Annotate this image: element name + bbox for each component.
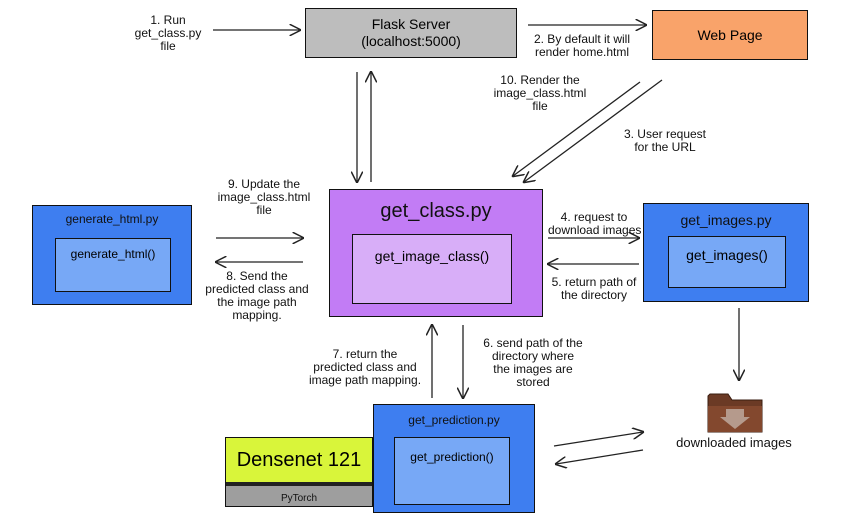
get-prediction-node[interactable]: get_prediction.py get_prediction()	[373, 404, 535, 513]
step-6-label: 6. send path of the directory where the …	[483, 336, 583, 389]
generate-html-node[interactable]: generate_html.py generate_html()	[32, 205, 192, 305]
flask-server-node[interactable]: Flask Server (localhost:5000)	[305, 8, 517, 58]
flask-server-subtitle: (localhost:5000)	[361, 33, 461, 49]
step-4-label: 4. request to download images	[548, 210, 642, 237]
generate-html-label: generate_html()	[70, 247, 156, 261]
arrow-user-request	[524, 79, 663, 182]
generate-html-title: generate_html.py	[65, 212, 159, 226]
densenet-footer: PyTorch	[280, 492, 318, 504]
step-5-label: 5. return path of the directory	[551, 275, 637, 302]
arrows	[213, 25, 739, 464]
step-10-label: 10. Render the image_class.html file	[493, 73, 587, 113]
get-prediction-function[interactable]: get_prediction()	[394, 437, 510, 505]
get-prediction-title: get_prediction.py	[408, 413, 500, 427]
step-7-label: 7. return the predicted class and image …	[308, 347, 422, 387]
web-page-title: Web Page	[697, 27, 763, 43]
web-page-node[interactable]: Web Page	[652, 10, 808, 60]
get-images-label: get_images()	[686, 247, 768, 263]
get-image-class-function[interactable]: get_image_class()	[352, 234, 512, 304]
get-image-class-label: get_image_class()	[374, 248, 490, 264]
folder-icon	[707, 393, 763, 433]
flask-server-title: Flask Server	[371, 16, 451, 32]
arrow-to-downloads	[553, 432, 643, 447]
generate-html-function[interactable]: generate_html()	[55, 238, 171, 292]
densenet-title: Densenet 121	[226, 438, 372, 486]
downloaded-images-label: downloaded images	[676, 435, 792, 450]
step-1-label: 1. Run get_class.py file	[134, 13, 202, 53]
get-class-title: get_class.py	[380, 200, 492, 222]
arrow-render-result	[513, 81, 641, 176]
step-9-label: 9. Update the image_class.html file	[217, 177, 311, 217]
step-8-label: 8. Send the predicted class and the imag…	[205, 269, 309, 322]
step-3-label: 3. User request for the URL	[623, 127, 707, 154]
arrow-from-downloads	[556, 449, 644, 464]
step-2-label: 2. By default it will render home.html	[533, 32, 631, 59]
densenet-node[interactable]: Densenet 121 PyTorch	[225, 437, 373, 507]
get-images-node[interactable]: get_images.py get_images()	[643, 203, 809, 302]
get-class-node[interactable]: get_class.py get_image_class()	[329, 189, 543, 317]
get-prediction-label: get_prediction()	[410, 450, 494, 464]
get-images-title: get_images.py	[680, 212, 772, 228]
get-images-function[interactable]: get_images()	[668, 236, 786, 288]
